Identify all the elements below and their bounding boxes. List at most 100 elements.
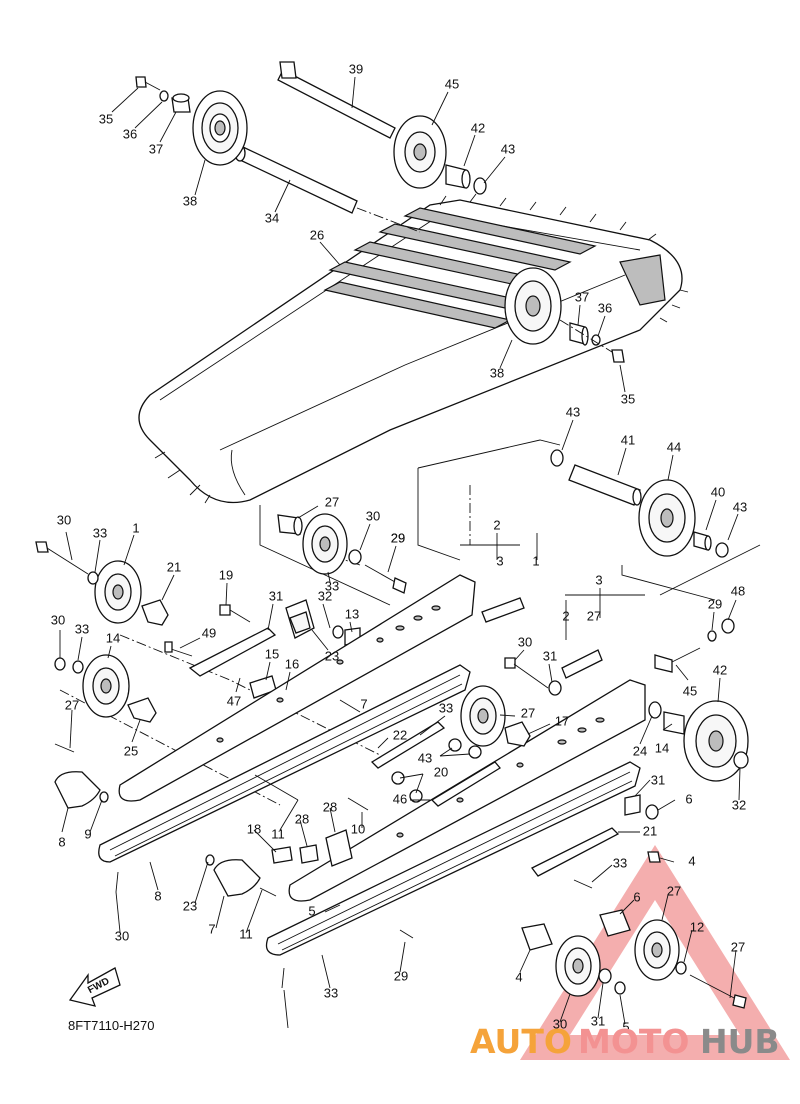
callout-11: 11 xyxy=(271,826,285,841)
callout-30: 30 xyxy=(553,1016,567,1031)
bolt-29-lower xyxy=(689,974,747,1009)
callout-23: 23 xyxy=(325,648,339,663)
nut-31-left xyxy=(54,657,66,671)
stopper-27-left-a xyxy=(141,599,169,626)
nut-31-lower xyxy=(614,981,626,995)
callout-9: 9 xyxy=(84,826,91,841)
callout-28: 28 xyxy=(323,799,337,814)
callout-4: 4 xyxy=(515,969,522,984)
callout-33: 33 xyxy=(93,525,107,540)
collar-42-right xyxy=(663,711,685,735)
nut-46 xyxy=(733,751,749,769)
callout-33: 33 xyxy=(324,985,338,1000)
block-10 xyxy=(299,844,319,864)
callout-27: 27 xyxy=(521,705,535,720)
idler-wheel-mid xyxy=(504,267,562,345)
nut-31-right xyxy=(645,804,659,820)
wheel-33-lower-a xyxy=(555,935,601,997)
callout-15: 15 xyxy=(265,646,279,661)
callout-26: 26 xyxy=(310,227,324,242)
callout-41: 41 xyxy=(621,432,635,447)
collar-42-mid xyxy=(654,654,673,673)
callout-29: 29 xyxy=(391,530,405,545)
track-belt xyxy=(138,193,689,504)
callout-33: 33 xyxy=(613,855,627,870)
callout-44: 44 xyxy=(667,439,681,454)
watermark-part2: MOTO xyxy=(578,1022,689,1061)
callout-1: 1 xyxy=(132,520,139,535)
wheel-33-lower-b xyxy=(634,919,680,981)
callout-29: 29 xyxy=(394,968,408,983)
bracket-13 xyxy=(285,599,315,639)
rear-axle-upper xyxy=(234,144,421,233)
stopper-27-left-b xyxy=(127,697,157,723)
bolt-28 xyxy=(254,774,369,811)
callout-5: 5 xyxy=(308,903,315,918)
nut-43-lower xyxy=(648,701,662,719)
watermark-text: AUTO MOTO HUB xyxy=(470,1022,780,1061)
callout-17: 17 xyxy=(555,713,569,728)
callout-20: 20 xyxy=(434,764,448,779)
bolt-29-left xyxy=(35,541,89,575)
callout-37: 37 xyxy=(575,289,589,304)
callout-10: 10 xyxy=(351,821,365,836)
nut-43-right-top xyxy=(550,449,564,467)
callout-30: 30 xyxy=(115,928,129,943)
callout-6: 6 xyxy=(685,791,692,806)
callout-24: 24 xyxy=(633,743,647,758)
nut-31-mid xyxy=(332,625,344,639)
nut-24 xyxy=(391,771,423,803)
wheel-45-right xyxy=(683,700,749,782)
washer-30-lower xyxy=(598,961,687,984)
stopper-27-middle xyxy=(504,721,531,747)
callout-32: 32 xyxy=(732,797,746,812)
washer-30-mid xyxy=(548,680,562,696)
callout-12: 12 xyxy=(690,919,704,934)
callout-47: 47 xyxy=(227,693,241,708)
collar-upper-left xyxy=(171,93,191,113)
front-cap-6-left xyxy=(54,771,101,809)
washer-30-left xyxy=(87,571,99,585)
bolt-29-mid xyxy=(504,657,549,689)
callout-5: 5 xyxy=(622,1019,629,1034)
rail-holes-right xyxy=(396,717,605,838)
bolt-21-lower xyxy=(647,851,661,863)
watermark-triangle xyxy=(520,845,790,1060)
leader-lines xyxy=(59,76,741,1029)
callout-40: 40 xyxy=(711,484,725,499)
callout-21: 21 xyxy=(643,823,657,838)
callout-30: 30 xyxy=(366,508,380,523)
callout-27: 27 xyxy=(325,494,339,509)
callout-3: 3 xyxy=(496,553,503,568)
callout-48: 48 xyxy=(731,583,745,598)
callout-35: 35 xyxy=(621,391,635,406)
collar-mid xyxy=(569,322,589,346)
callout-42: 42 xyxy=(471,120,485,135)
callout-36: 36 xyxy=(123,126,137,141)
callout-43: 43 xyxy=(418,750,432,765)
washer-30-left-b xyxy=(72,660,84,674)
callout-1: 1 xyxy=(532,553,539,568)
callout-38: 38 xyxy=(183,193,197,208)
callout-8: 8 xyxy=(58,834,65,849)
callout-27: 27 xyxy=(731,939,745,954)
link-25 xyxy=(370,721,446,769)
washer-48 xyxy=(707,630,717,642)
callout-29: 29 xyxy=(391,530,405,545)
block-11 xyxy=(271,846,293,864)
callout-25: 25 xyxy=(124,743,138,758)
callout-6: 6 xyxy=(633,889,640,904)
forward-arrow: FWD xyxy=(68,967,121,1007)
rail-bracket-assembly xyxy=(460,544,645,679)
callout-7: 7 xyxy=(208,921,215,936)
callout-16: 16 xyxy=(285,656,299,671)
callout-32: 32 xyxy=(318,588,332,603)
callout-8: 8 xyxy=(154,888,161,903)
callout-13: 13 xyxy=(345,606,359,621)
callout-14: 14 xyxy=(655,740,669,755)
callout-42: 42 xyxy=(713,662,727,677)
bolt-47 xyxy=(671,647,701,663)
callout-31: 31 xyxy=(543,648,557,663)
washer-upper-left xyxy=(159,90,169,102)
callout-2: 2 xyxy=(493,517,500,532)
